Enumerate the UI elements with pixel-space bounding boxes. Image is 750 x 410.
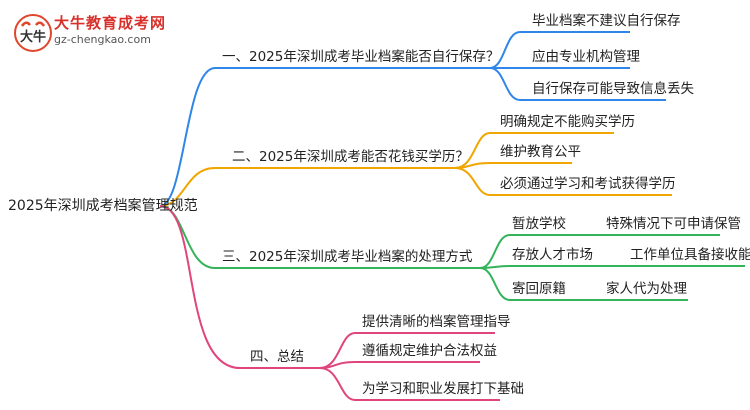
- branch-1-label: 一、2025年深圳成考毕业档案能否自行保存？: [222, 49, 500, 65]
- branch-3-child-2: 存放人才市场: [512, 247, 593, 263]
- branch-2-child-2: 维护教育公平: [500, 144, 581, 160]
- branch-3-child-3-line: [479, 267, 511, 301]
- branch-1-connectors: [159, 31, 666, 207]
- root-to-branch-2-line: [159, 167, 216, 207]
- branch-4-connectors: [159, 205, 500, 401]
- site-name: 大牛教育成考网: [54, 14, 167, 32]
- branch-1-child-3: 自行保存可能导致信息丢失: [532, 81, 694, 97]
- branch-2-label: 二、2025年深圳成考能否花钱买学历？: [232, 149, 469, 165]
- branch-3-connectors: [159, 205, 745, 301]
- branch-4-child-2-line: [319, 361, 356, 369]
- branch-3-child-1: 暂放学校: [512, 216, 566, 232]
- branch-3-child-2-sub: 工作单位具备接收能力: [630, 247, 750, 263]
- root-to-branch-4-line: [159, 205, 241, 369]
- branch-4-child-3: 为学习和职业发展打下基础: [362, 381, 524, 397]
- branch-3-child-1-sub: 特殊情况下可申请保管: [606, 216, 741, 232]
- site-url: gz-chengkao.com: [54, 33, 151, 46]
- branch-2-child-3: 必须通过学习和考试获得学历: [500, 176, 676, 192]
- branch-2-child-1: 明确规定不能购买学历: [500, 114, 635, 130]
- branch-3-child-3: 寄回原籍: [512, 281, 566, 297]
- root-to-branch-1-line: [159, 67, 216, 207]
- site-logo: 大牛 大牛教育成考网 gz-chengkao.com: [8, 6, 168, 52]
- branch-1-child-1: 毕业档案不建议自行保存: [532, 13, 681, 29]
- branch-1-child-3-line: [489, 67, 521, 101]
- bull-logo-icon: 大牛: [14, 14, 52, 52]
- branch-1-child-1-line: [489, 31, 521, 69]
- branch-4-child-2: 遵循规定维护合法权益: [362, 343, 497, 359]
- root-node: 2025年深圳成考档案管理规范: [8, 198, 198, 214]
- logo-text: 大牛: [20, 29, 46, 45]
- branch-2-child-3-line: [454, 167, 491, 196]
- branch-3-label: 三、2025年深圳成考毕业档案的处理方式: [222, 249, 473, 265]
- branch-3-child-1-line: [479, 234, 511, 269]
- branch-1-child-2: 应由专业机构管理: [532, 49, 640, 65]
- branch-4-label: 四、总结: [250, 349, 304, 365]
- branch-2-connectors: [159, 132, 672, 207]
- branch-3-child-3-sub: 家人代为处理: [606, 281, 687, 297]
- branch-4-child-3-line: [319, 367, 356, 401]
- branch-4-child-1: 提供清晰的档案管理指导: [362, 314, 511, 330]
